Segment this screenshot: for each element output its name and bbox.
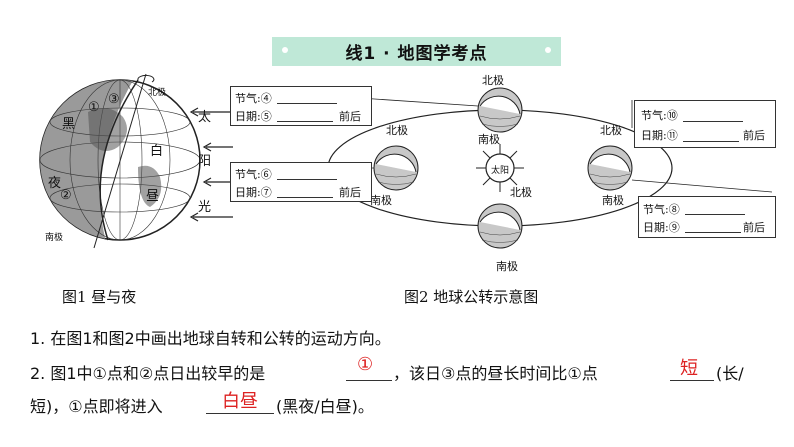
right-earth-north-label: 北极 (600, 124, 622, 137)
term-box-6-7: 节气:⑥ 日期:⑦ 前后 (230, 162, 372, 202)
night-label-1: 黑 (62, 117, 76, 132)
q2-line-2-text-1: 短)，①点即将进入 (30, 397, 163, 416)
banner-dot-right (545, 47, 551, 53)
left-earth-south-label: 南极 (370, 194, 392, 207)
answer-2: 短 (680, 358, 698, 379)
figure-1-caption: 图1 昼与夜 (62, 288, 137, 306)
day-label-1: 白 (150, 144, 164, 159)
q2-text-3: (长/ (716, 364, 744, 383)
after-label: 前后 (339, 186, 361, 199)
after-label: 前后 (743, 221, 765, 234)
date-label: 日期:⑨ (643, 221, 680, 234)
earth-right (587, 145, 633, 191)
banner-title: 线1 · 地图学考点 (345, 44, 488, 64)
date-label: 日期:⑤ (235, 110, 272, 123)
figure-1-globe (39, 73, 233, 249)
day-label-2: 昼 (146, 189, 160, 204)
bottom-earth-north-label: 北极 (510, 186, 532, 199)
section-banner: 线1 · 地图学考点 (272, 37, 561, 66)
left-earth-north-label: 北极 (386, 124, 408, 137)
q2-line-2-text-2: (黑夜/白昼)。 (276, 397, 374, 416)
sun-label: 太阳 (491, 166, 510, 176)
term-label: 节气:⑩ (641, 109, 678, 122)
question-1: 1. 在图1和图2中画出地球自转和公转的运动方向。 (30, 329, 391, 348)
earth-bottom (477, 203, 523, 249)
point-3-label: ③ (108, 92, 120, 107)
bottom-earth-south-label: 南极 (496, 260, 518, 273)
after-label: 前后 (743, 129, 765, 142)
question-2-line-1: 2. 图1中①点和②点日出较早的是 (30, 360, 265, 384)
term-label: 节气:⑧ (643, 203, 680, 216)
sunlight-arrows (189, 107, 233, 222)
term-box-10-11: 节气:⑩ 日期:⑪ 前后 (634, 100, 776, 148)
sun-icon (476, 144, 524, 192)
point-2-label: ② (60, 188, 72, 203)
earth-left (373, 145, 419, 191)
sun-label-3: 光 (198, 200, 212, 215)
night-label-2: 夜 (48, 176, 62, 191)
earth-top (477, 87, 523, 133)
fig1-south-pole-label: 南极 (45, 233, 64, 243)
term-box-4-5: 节气:④ 日期:⑤ 前后 (230, 86, 372, 126)
figure-2-caption: 图2 地球公转示意图 (404, 288, 539, 306)
sun-label-1: 太 (198, 110, 212, 125)
date-label: 日期:⑦ (235, 186, 272, 199)
term-label: 节气:④ (235, 92, 272, 105)
sun-label-2: 阳 (198, 154, 212, 169)
after-label: 前后 (339, 110, 361, 123)
q2-text-2: ，该日③点的昼长时间比①点 (393, 364, 598, 383)
date-label: 日期:⑪ (641, 129, 678, 142)
point-1-label: ① (88, 100, 100, 115)
term-label: 节气:⑥ (235, 168, 272, 181)
answer-1: ① (357, 354, 374, 375)
banner-dot-left (282, 47, 288, 53)
fig1-north-pole-label: 北极 (148, 88, 167, 98)
answer-3: 白昼 (222, 391, 258, 412)
top-earth-south-label: 南极 (478, 133, 500, 146)
top-earth-north-label: 北极 (482, 74, 504, 87)
right-earth-south-label: 南极 (602, 194, 624, 207)
earth-axis (93, 73, 147, 249)
term-box-8-9: 节气:⑧ 日期:⑨ 前后 (638, 196, 776, 238)
terminator-line (99, 79, 139, 241)
q2-text-1: 2. 图1中①点和②点日出较早的是 (30, 364, 266, 383)
